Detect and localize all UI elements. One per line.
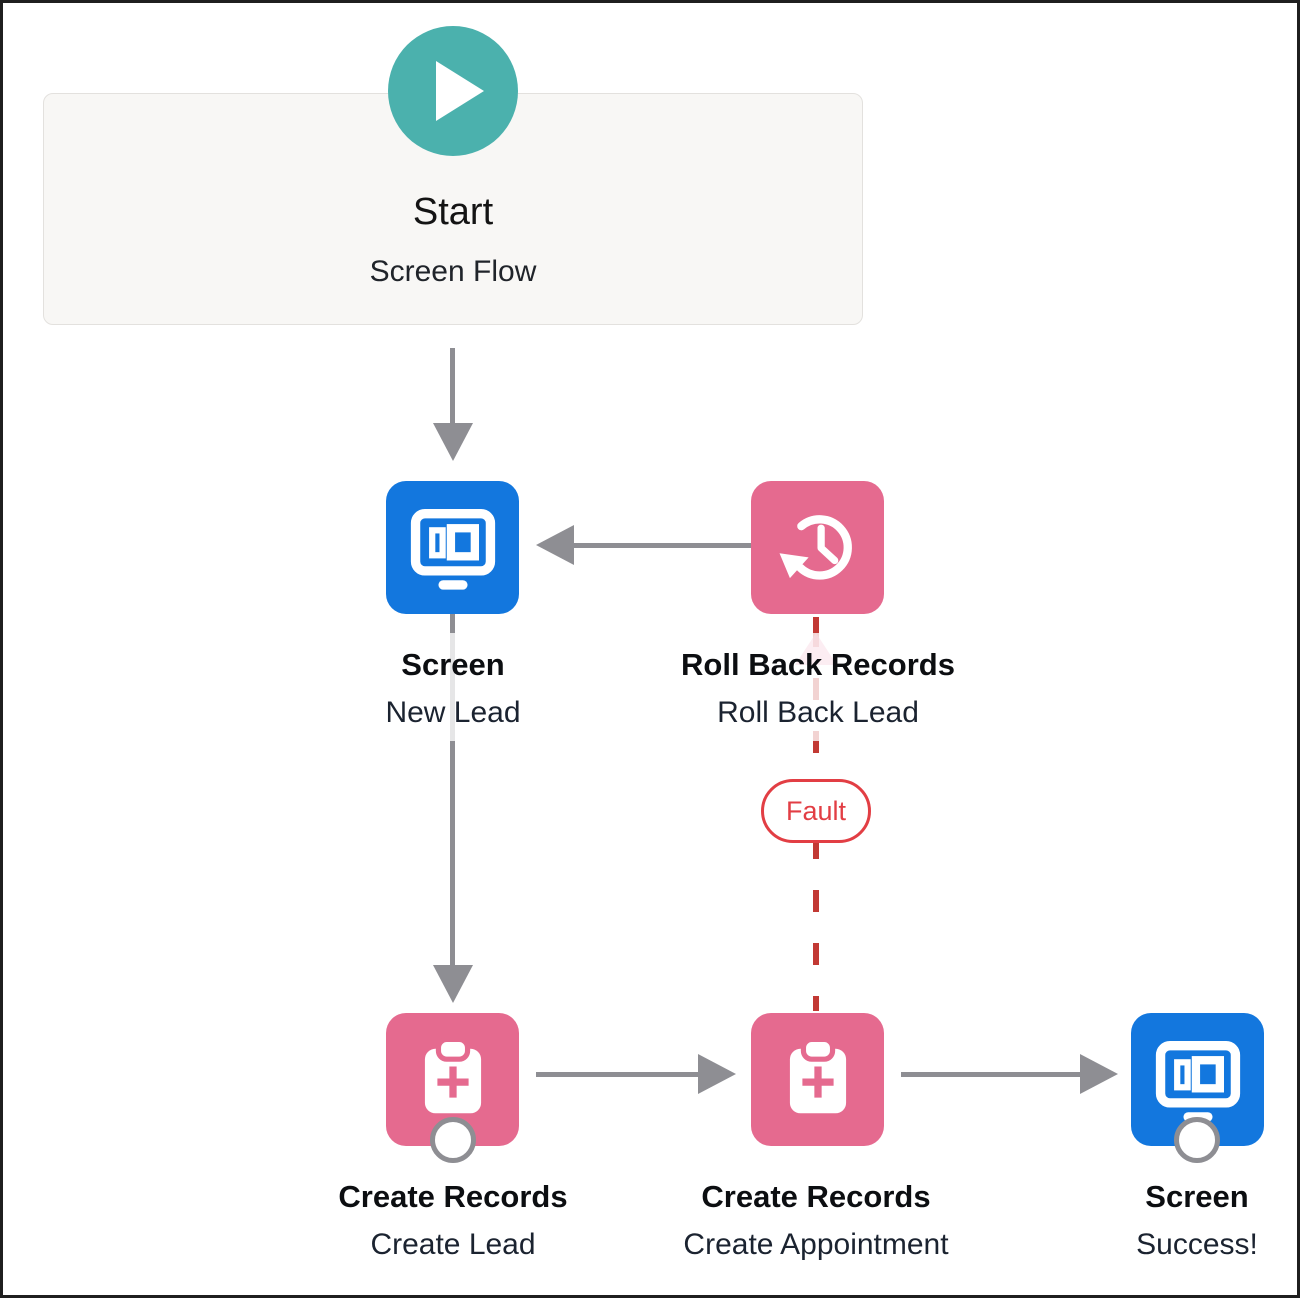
node-label-create-lead: Create Records Create Lead — [326, 1165, 580, 1273]
arrowhead-right-icon — [1080, 1054, 1118, 1094]
arrowhead-left-icon — [536, 525, 574, 565]
node-type-label: Roll Back Records — [681, 647, 955, 682]
history-icon — [779, 514, 852, 580]
node-name-label: New Lead — [385, 696, 521, 729]
clipboard-add-icon — [424, 1036, 481, 1113]
node-name-label: Create Lead — [370, 1228, 536, 1261]
node-name-label: Roll Back Lead — [717, 696, 919, 729]
fault-badge-label: Fault — [785, 795, 847, 826]
node-screen-new-lead[interactable] — [386, 481, 519, 614]
connector-start-to-screen — [450, 348, 455, 428]
screen-icon — [1155, 1040, 1240, 1122]
screen-icon — [410, 508, 495, 590]
node-create-records-appointment[interactable] — [751, 1013, 884, 1146]
fault-connector-tip — [813, 617, 819, 633]
start-subtitle: Screen Flow — [369, 255, 537, 288]
clipboard-add-icon — [789, 1036, 846, 1113]
node-name-label: Success! — [1136, 1228, 1258, 1261]
connector-rollback-to-screen — [568, 543, 753, 548]
arrowhead-right-icon — [698, 1054, 736, 1094]
arrowhead-down-icon — [433, 965, 473, 1003]
connector-screen-to-create-lead — [450, 614, 455, 966]
fault-badge: Fault — [761, 779, 871, 843]
node-roll-back-records[interactable] — [751, 481, 884, 614]
node-name-label: Create Appointment — [683, 1228, 949, 1261]
arrowhead-down-icon — [433, 423, 473, 461]
node-connection-point[interactable] — [1174, 1117, 1220, 1163]
start-title: Start — [412, 191, 494, 233]
play-icon — [436, 61, 484, 121]
node-label-roll-back-records: Roll Back Records Roll Back Lead — [669, 633, 967, 741]
node-type-label: Create Records — [338, 1179, 568, 1214]
connector-create-lead-to-appointment — [536, 1072, 701, 1077]
node-type-label: Screen — [401, 647, 505, 682]
node-type-label: Create Records — [701, 1179, 931, 1214]
node-label-screen-new-lead: Screen New Lead — [373, 633, 533, 741]
node-label-create-appointment: Create Records Create Appointment — [671, 1165, 961, 1273]
node-connection-point[interactable] — [430, 1117, 476, 1163]
connector-appointment-to-success — [901, 1072, 1083, 1077]
start-play-button[interactable] — [388, 26, 518, 156]
node-type-label: Screen — [1145, 1179, 1249, 1214]
node-label-screen-success: Screen Success! — [1124, 1165, 1270, 1273]
